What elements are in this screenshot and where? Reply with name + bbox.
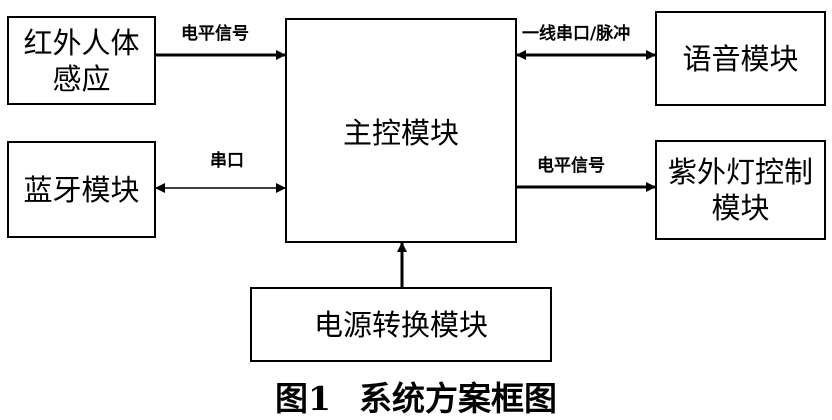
edge-label-infrared-main: 电平信号 [181,24,249,44]
block-bluetooth-label: 蓝牙模块 [23,172,140,207]
figure-caption: 图1 系统方案框图 [0,372,832,420]
block-main-controller: 主控模块 [285,18,517,243]
block-voice: 语音模块 [655,11,826,106]
block-infrared-label: 红外人体 感应 [23,25,140,96]
block-power-label: 电源转换模块 [313,307,488,342]
block-uv-lamp-control: 紫外灯控制 模块 [655,140,826,240]
edge-label-main-voice: 一线串口/脉冲 [522,24,631,44]
block-bluetooth: 蓝牙模块 [7,141,156,238]
figure-title: 系统方案框图 [358,379,557,418]
block-voice-label: 语音模块 [682,41,799,76]
block-infrared-sensor: 红外人体 感应 [7,16,156,105]
block-power-conversion: 电源转换模块 [250,287,552,362]
block-main-label: 主控模块 [342,116,459,150]
edge-label-bluetooth-main: 串口 [210,151,244,171]
figure-number: 图1 [275,379,331,418]
edge-label-main-uv: 电平信号 [537,156,605,176]
block-uv-label: 紫外灯控制 模块 [667,155,813,225]
